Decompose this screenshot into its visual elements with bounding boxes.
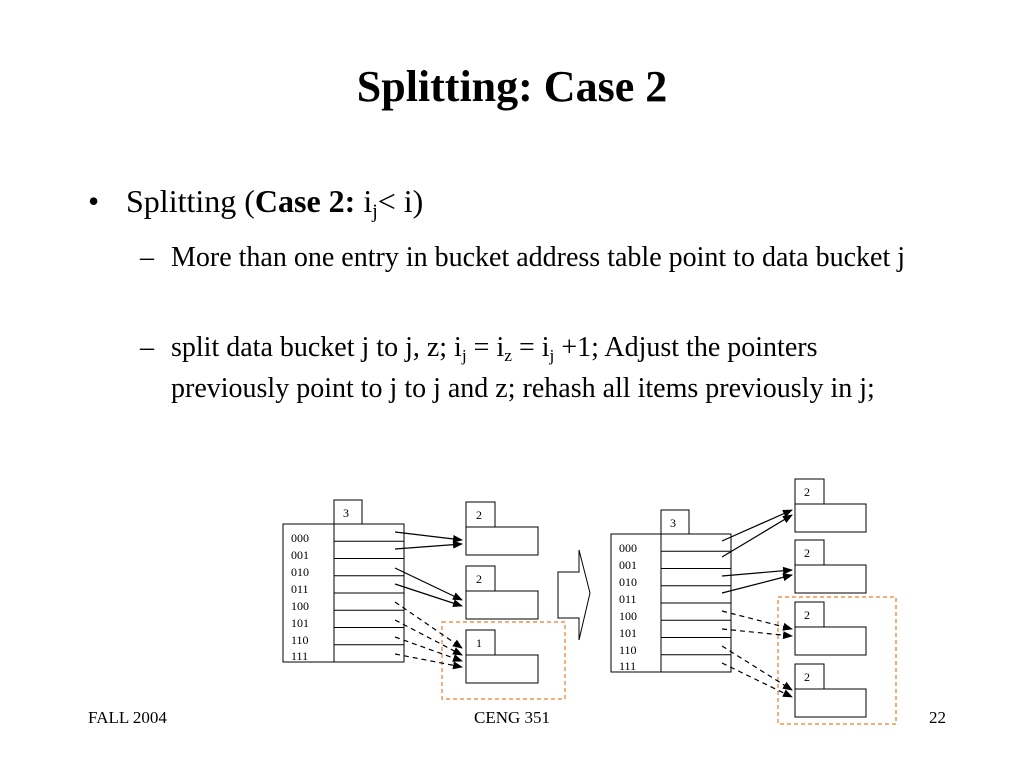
pointer-arrow-dashed xyxy=(394,601,463,649)
bucket-depth-box xyxy=(794,478,825,505)
directory-entry: 110 xyxy=(291,633,309,647)
directory-entry: 011 xyxy=(291,582,309,596)
data-bucket xyxy=(794,626,867,656)
bucket-depth-label: 1 xyxy=(476,636,482,650)
directory-entry: 001 xyxy=(619,558,637,572)
pointer-arrow xyxy=(721,573,793,594)
directory-entry: 011 xyxy=(619,592,637,606)
pointer-arrow xyxy=(394,583,463,607)
bullet-cond-i: i xyxy=(363,183,373,219)
right-pointers xyxy=(721,509,793,698)
directory-entry: 111 xyxy=(291,649,308,663)
footer-term: FALL 2004 xyxy=(88,708,167,727)
sub-bullet-1-text: More than one entry in bucket address ta… xyxy=(171,242,906,273)
slide-title: Splitting: Case 2 xyxy=(356,62,668,111)
footer-course: CENG 351 xyxy=(473,708,551,727)
sub2-part-3: = i xyxy=(511,332,550,363)
directory-entry: 010 xyxy=(291,565,309,579)
directory-entry: 000 xyxy=(619,541,637,555)
pointer-arrow xyxy=(394,540,463,550)
directory-entry-labels: 000 001 010 011 100 101 110 111 xyxy=(619,541,637,673)
sub-bullet-dash: – xyxy=(140,332,154,363)
global-depth-label: 3 xyxy=(343,506,349,520)
directory-entry: 111 xyxy=(619,659,636,673)
pointer-arrow-dashed xyxy=(721,645,793,691)
pointer-arrow xyxy=(721,566,793,577)
split-buckets-highlight xyxy=(777,596,897,725)
pointer-arrow-dashed xyxy=(721,628,793,640)
pointer-arrow xyxy=(394,531,463,543)
data-bucket xyxy=(465,590,539,620)
bucket-depth-label: 2 xyxy=(476,508,482,522)
global-depth-box xyxy=(660,509,690,535)
footer-page-number: 22 xyxy=(929,708,946,727)
pointer-arrow-dashed xyxy=(394,636,463,662)
transition-arrow-icon xyxy=(557,549,591,641)
sub2-part-2: = i xyxy=(466,332,505,363)
bucket-depth-box xyxy=(465,565,496,592)
right-directory: 3 000 001 010 011 100 101 110 111 xyxy=(610,509,732,673)
directory-entry: 100 xyxy=(291,599,309,613)
directory-entry: 101 xyxy=(291,616,309,630)
sub2-sub-2: z xyxy=(504,345,512,365)
left-pointers xyxy=(394,531,463,670)
directory-entry: 101 xyxy=(619,626,637,640)
sub-bullet-2-text: split data bucket j to j, z; ij = iz = i… xyxy=(171,327,931,409)
pointer-arrow-dashed xyxy=(721,610,793,631)
data-bucket xyxy=(794,564,867,594)
bullet-cond-rest: < i) xyxy=(377,183,424,219)
pointer-arrow xyxy=(394,567,463,601)
bucket-depth-box xyxy=(794,601,825,628)
pointer-arrow-dashed xyxy=(394,653,463,670)
directory-entry-labels: 000 001 010 011 100 101 110 111 xyxy=(291,531,309,663)
sub2-sub-1: j xyxy=(461,345,467,365)
directory-entry: 110 xyxy=(619,643,637,657)
pointer-arrow xyxy=(721,514,793,558)
left-buckets: 2 2 1 xyxy=(441,501,566,700)
pointer-arrow xyxy=(721,509,793,542)
global-depth-label: 3 xyxy=(670,516,676,530)
pointer-arrow-dashed xyxy=(394,619,463,656)
bucket-depth-label: 2 xyxy=(804,485,810,499)
split-bucket-highlight xyxy=(441,621,566,700)
data-bucket xyxy=(465,526,539,556)
sub2-sub-3: j xyxy=(549,345,555,365)
sub2-part-4: +1; Adjust the pointers previously point… xyxy=(171,332,875,404)
directory-entry: 010 xyxy=(619,575,637,589)
global-depth-box xyxy=(333,499,363,525)
data-bucket xyxy=(794,503,867,533)
sub2-part-1: split data bucket j to j, z; i xyxy=(171,332,462,363)
bullet-lead: Splitting ( xyxy=(126,183,255,219)
bucket-depth-box xyxy=(465,629,496,656)
bullet-case-label: Case 2: xyxy=(254,183,356,219)
right-buckets: 2 2 2 2 xyxy=(777,478,897,725)
bucket-depth-label: 2 xyxy=(804,670,810,684)
bucket-depth-label: 2 xyxy=(804,608,810,622)
bucket-depth-label: 2 xyxy=(804,546,810,560)
data-bucket xyxy=(465,654,539,684)
bullet-dot: • xyxy=(88,183,100,219)
sub-bullet-dash: – xyxy=(140,242,154,273)
bucket-depth-label: 2 xyxy=(476,572,482,586)
left-directory: 3 000 001 010 011 100 101 110 111 xyxy=(282,499,405,663)
directory-entry: 001 xyxy=(291,548,309,562)
data-bucket xyxy=(794,688,867,718)
bucket-depth-box xyxy=(465,501,496,528)
pointer-arrow-dashed xyxy=(721,662,793,698)
bullet-cond-sub: j xyxy=(372,200,378,223)
bucket-depth-box xyxy=(794,663,825,690)
directory-entry: 000 xyxy=(291,531,309,545)
main-bullet-text: Splitting (Case 2: ij< i) xyxy=(126,182,424,223)
directory-entry: 100 xyxy=(619,609,637,623)
